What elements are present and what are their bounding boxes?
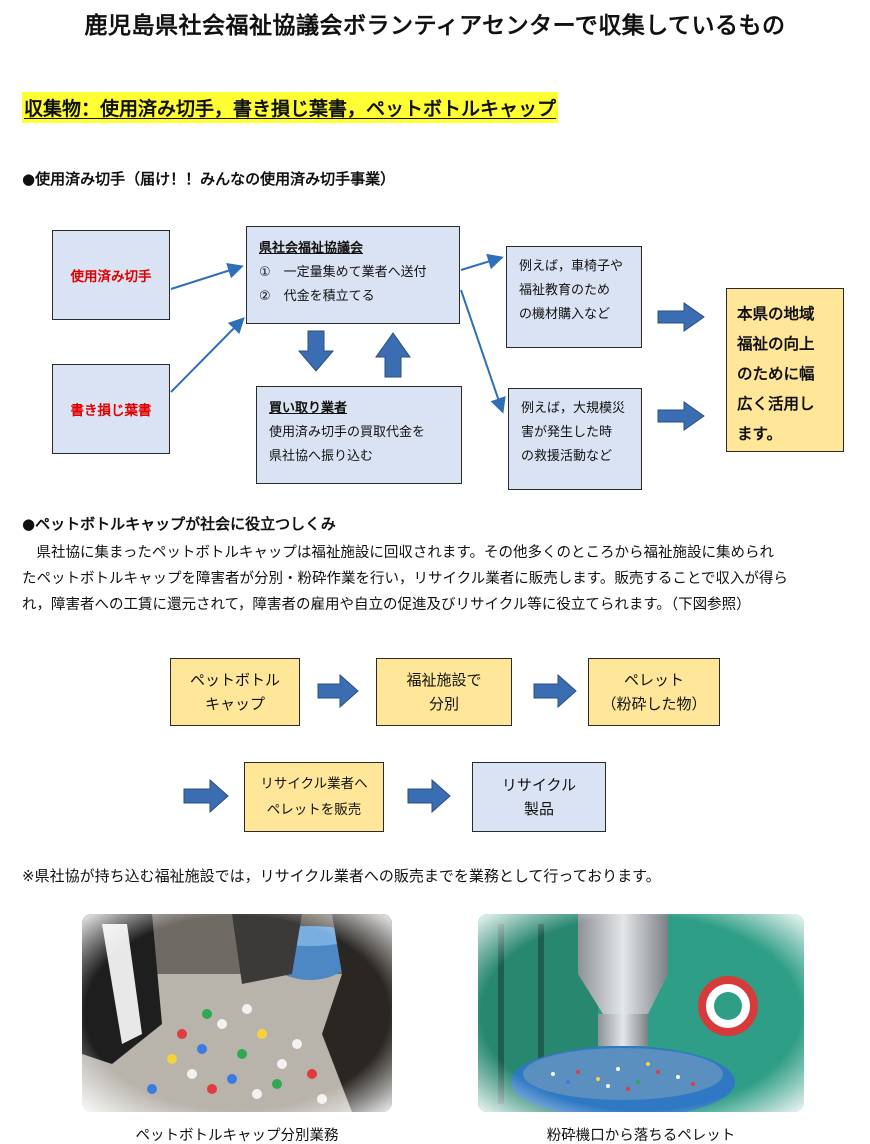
flow-sell-line-1: リサイクル業者へ	[260, 776, 368, 792]
photo-cap-sorting-caption: ペットボトルキャップ分別業務	[135, 1128, 339, 1144]
flow-product-box: リサイクル製品	[472, 762, 606, 832]
example-equipment-line-3: の機材購入など	[519, 307, 611, 322]
page-title: 鹿児島県社会福祉協議会ボランティアセンターで収集しているもの	[84, 13, 786, 39]
flow-product-line-2: 製品	[523, 800, 554, 818]
flow-product-line-1: リサイクル	[501, 776, 577, 794]
flow-caps-line-2: キャップ	[204, 695, 265, 713]
result-line-1: 本県の地域	[737, 305, 815, 323]
cap-paragraph-line-3: れ，障害者への工賃に還元されて，障害者の雇用や自立の促進及びリサイクル等に役立て…	[22, 597, 751, 613]
flow-pellet-line-2: （粉砕した物）	[601, 695, 707, 713]
photo-pellet-grinder	[478, 914, 804, 1112]
source-postcards-box: 書き損じ葉書	[52, 364, 170, 454]
example-equipment-line-2: 福祉教育のため	[519, 283, 611, 298]
photo-cap-sorting	[82, 914, 392, 1112]
buyer-line-1: 使用済み切手の買取代金を	[269, 425, 426, 440]
arrow-postcards-to-council	[170, 317, 245, 393]
source-stamps-box: 使用済み切手	[52, 230, 170, 320]
flow-caps-line-1: ペットボトル	[189, 671, 280, 689]
council-box: 県社会福祉協議会 ① 一定量集めて業者へ送付 ② 代金を積立てる	[246, 226, 460, 324]
flow-pellet-line-1: ペレット	[623, 671, 684, 689]
buyer-line-2: 県社協へ振り込む	[269, 449, 374, 464]
result-line-5: ます。	[737, 425, 782, 443]
flow-sorting-line-2: 分別	[428, 695, 459, 713]
council-step-1: ① 一定量集めて業者へ送付	[259, 265, 427, 280]
arrow-council-to-equipment	[460, 253, 504, 271]
arrow-into-sell	[183, 778, 229, 814]
source-stamps-label: 使用済み切手	[70, 269, 152, 285]
arrow-stamps-to-council	[170, 263, 244, 290]
arrow-disaster-to-result	[657, 401, 705, 431]
source-postcards-label: 書き損じ葉書	[70, 403, 152, 419]
arrow-sell-to-product	[407, 778, 451, 814]
arrow-council-to-buyer	[297, 330, 335, 372]
cap-paragraph-line-2: たペットボトルキャップを障害者が分別・粉砕作業を行い，リサイクル業者に販売します…	[22, 571, 788, 587]
arrow-equipment-to-result	[657, 302, 705, 332]
arrow-caps-to-sorting	[317, 673, 359, 709]
flow-sell-line-2: ペレットを販売	[266, 802, 362, 818]
collection-subtitle: 収集物：使用済み切手，書き損じ葉書，ペットボトルキャップ	[22, 92, 559, 123]
stamp-section-heading: ●使用済み切手（届け！！みんなの使用済み切手事業）	[22, 170, 396, 188]
example-disaster-line-3: の救援活動など	[521, 449, 613, 464]
buyer-title: 買い取り業者	[269, 401, 348, 416]
example-equipment-line-1: 例えば，車椅子や	[519, 259, 624, 274]
cap-section-heading: ●ペットボトルキャップが社会に役立つしくみ	[22, 515, 336, 533]
council-title: 県社会福祉協議会	[259, 241, 364, 256]
flow-sorting-box: 福祉施設で分別	[376, 658, 512, 726]
example-disaster-line-2: 害が発生した時	[521, 425, 613, 440]
result-line-3: のために幅	[737, 365, 815, 383]
flow-sell-box: リサイクル業者へペレットを販売	[244, 762, 384, 832]
council-step-2: ② 代金を積立てる	[259, 289, 375, 304]
cap-paragraph-line-1: 県社協に集まったペットボトルキャップは福祉施設に回収されます。その他多くのところ…	[22, 545, 774, 561]
result-line-2: 福祉の向上	[737, 335, 815, 353]
example-disaster-box: 例えば，大規模災 害が発生した時 の救援活動など	[508, 388, 642, 490]
arrow-sorting-to-pellet	[533, 673, 577, 709]
buyer-box: 買い取り業者 使用済み切手の買取代金を 県社協へ振り込む	[256, 386, 462, 484]
cap-paragraph: 県社協に集まったペットボトルキャップは福祉施設に回収されます。その他多くのところ…	[22, 540, 852, 618]
footnote: ※県社協が持ち込む福祉施設では，リサイクル業者への販売までを業務として行っており…	[22, 867, 661, 885]
example-equipment-box: 例えば，車椅子や 福祉教育のため の機材購入など	[506, 246, 642, 348]
arrow-buyer-to-council	[375, 332, 411, 378]
flow-caps-box: ペットボトルキャップ	[170, 658, 300, 726]
result-line-4: 広く活用し	[737, 395, 815, 413]
photo-pellet-grinder-caption: 粉砕機口から落ちるペレット	[546, 1128, 736, 1144]
flow-sorting-line-1: 福祉施設で	[406, 671, 482, 689]
example-disaster-line-1: 例えば，大規模災	[521, 401, 626, 416]
result-box: 本県の地域 福祉の向上 のために幅 広く活用し ます。	[726, 288, 844, 452]
flow-pellet-box: ペレット （粉砕した物）	[588, 658, 720, 726]
arrow-council-to-disaster	[460, 289, 506, 414]
